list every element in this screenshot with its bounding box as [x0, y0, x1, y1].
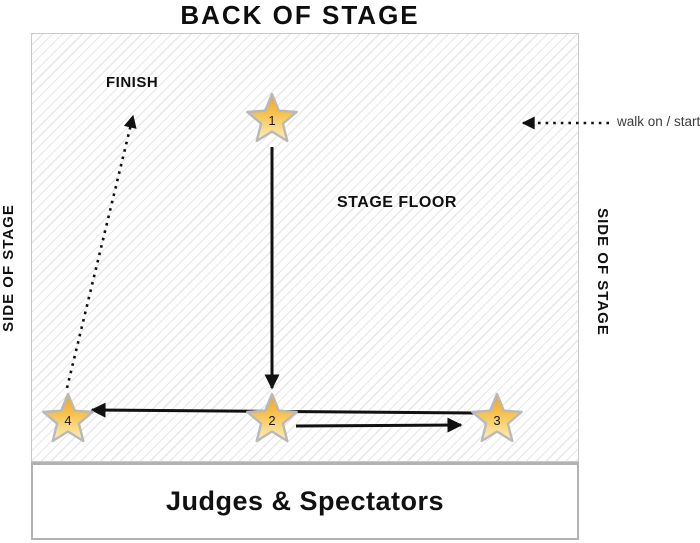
star-3-number: 3 — [493, 413, 500, 428]
finish-label: FINISH — [106, 74, 159, 91]
arrow-2-to-3 — [295, 417, 463, 433]
star-1-number: 1 — [268, 113, 275, 128]
star-2-shape — [246, 392, 298, 443]
judges-spectators-label: Judges & Spectators — [165, 486, 445, 516]
star-2: 2 — [246, 392, 298, 443]
star-1-shape — [246, 92, 298, 143]
page-title: BACK OF STAGE — [180, 0, 420, 30]
star-4: 4 — [42, 392, 94, 443]
star-2-number: 2 — [268, 413, 275, 428]
star-4-number: 4 — [64, 413, 71, 428]
stage-floor-area — [31, 33, 579, 462]
star-3: 3 — [471, 392, 523, 443]
star-4-shape — [42, 392, 94, 443]
judges-spectators-box: Judges & Spectators — [31, 462, 579, 540]
arrow-4-to-finish — [65, 114, 137, 389]
star-1: 1 — [246, 92, 298, 143]
walk-on-start-label: walk on / start — [617, 114, 700, 129]
star-3-shape — [471, 392, 523, 443]
stage-floor-label: STAGE FLOOR — [337, 194, 457, 211]
